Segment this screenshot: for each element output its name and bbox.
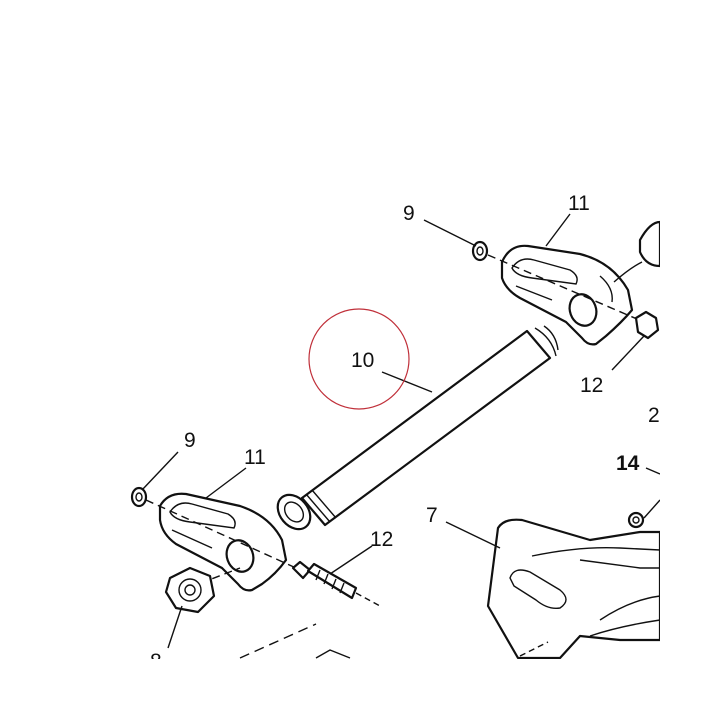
leader-12-right (611, 335, 645, 371)
leader-9-top (423, 219, 477, 247)
right-crop-mask (660, 0, 720, 720)
leader-12-bottom (329, 545, 373, 575)
label-11-left: 11 (244, 446, 266, 469)
highlight-circle (308, 308, 410, 410)
leader-14 (645, 467, 661, 475)
leader-10 (381, 371, 433, 393)
label-14: 14 (616, 452, 640, 475)
leader-7 (445, 521, 501, 549)
washer-left (130, 486, 148, 508)
fitting-14 (627, 499, 661, 529)
leader-9-left (141, 451, 179, 491)
label-12-right: 12 (580, 374, 603, 397)
axle-shaft (276, 325, 559, 531)
label-12-bottom: 12 (370, 528, 393, 551)
label-7: 7 (426, 504, 438, 527)
leader-11-left (205, 467, 247, 499)
swingarm-fragment-top-right (613, 220, 662, 283)
label-10: 10 (351, 349, 374, 372)
bottom-crop-mask (0, 659, 720, 720)
leader-8 (167, 605, 183, 649)
label-2-partial: 2 (648, 404, 660, 427)
leader-11-top (545, 213, 571, 247)
label-11-top: 11 (568, 192, 590, 215)
label-9-left: 9 (184, 429, 196, 452)
adjusting-bolt (291, 560, 381, 607)
washer-top (471, 240, 489, 262)
label-9-top: 9 (403, 202, 415, 225)
swingarm (486, 518, 662, 660)
adjusting-bolt-right (634, 310, 660, 340)
axle-nut (164, 566, 216, 614)
chain-adjuster-top (500, 244, 634, 346)
chain-adjuster-left (158, 492, 288, 592)
